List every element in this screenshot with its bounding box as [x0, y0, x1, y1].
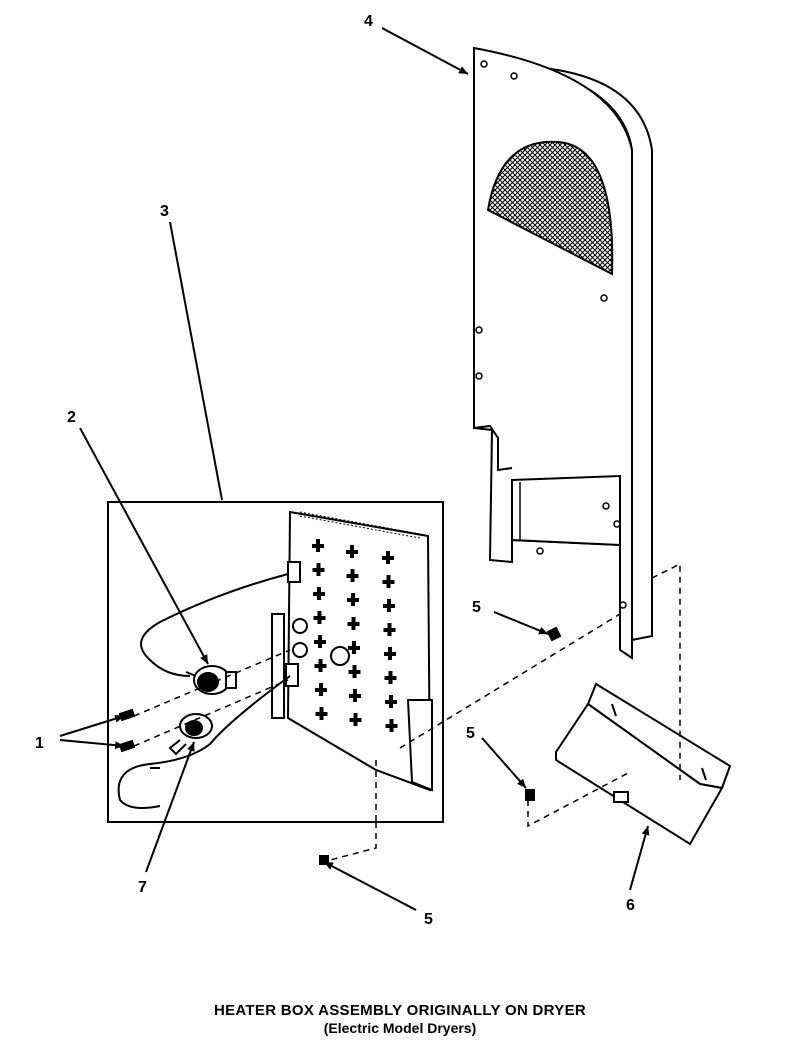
callout-leaders — [59, 27, 650, 911]
panel-holes — [475, 60, 627, 609]
wire-harness — [117, 573, 291, 809]
assembly-dashed-lines — [133, 562, 681, 861]
callout-4: 4 — [364, 13, 373, 30]
heater-coil-clip — [382, 551, 394, 564]
heater-coil-clip — [314, 659, 327, 672]
heater-coil-clip — [314, 635, 326, 648]
panel-vent-mesh — [486, 140, 614, 276]
heater-coil-clip — [313, 587, 325, 600]
heater-coil-clip — [385, 695, 397, 708]
heater-coil-clip — [347, 593, 359, 606]
heater-coil-clip — [382, 575, 395, 588]
callout-7: 7 — [138, 879, 147, 896]
callout-2: 2 — [67, 409, 76, 426]
heater-coil-clip — [346, 569, 359, 582]
heater-coil-clip — [385, 719, 398, 732]
callout-1: 1 — [35, 735, 44, 752]
heater-coil-clip — [312, 563, 325, 576]
heater-coil-clip — [383, 623, 396, 636]
heater-coil-clip — [347, 617, 360, 630]
heater-coil-clip — [384, 647, 396, 660]
heater-coil-clip — [348, 641, 360, 654]
mounting-screws — [319, 626, 562, 865]
mounting-bracket — [555, 682, 732, 846]
heater-coils — [312, 539, 398, 732]
heater-coil-clip — [348, 665, 361, 678]
heater-coil-clip — [346, 545, 358, 558]
callout-6: 6 — [626, 897, 635, 914]
callout-5-upper: 5 — [472, 599, 481, 616]
heater-coil-clip — [312, 539, 324, 552]
heater-coil-clip — [383, 599, 395, 612]
heater-coil-clip — [315, 707, 328, 720]
heater-coil-clip — [349, 689, 361, 702]
heater-coil-clip — [313, 611, 326, 624]
terminal-block — [271, 561, 350, 719]
diagram-subtitle: (Electric Model Dryers) — [323, 1020, 477, 1036]
callout-5-lower: 5 — [424, 911, 433, 928]
callout-5-middle: 5 — [466, 725, 475, 742]
heater-coil-clip — [384, 671, 397, 684]
diagram-title: HEATER BOX ASSEMBLY ORIGINALLY ON DRYER — [213, 1002, 587, 1019]
thermostat-part — [193, 665, 237, 695]
limit-thermostat-part — [168, 713, 213, 756]
heater-coil-clip — [315, 683, 327, 696]
callout-3: 3 — [160, 203, 169, 220]
heater-box-panel — [473, 46, 653, 660]
heater-coil-clip — [349, 713, 362, 726]
